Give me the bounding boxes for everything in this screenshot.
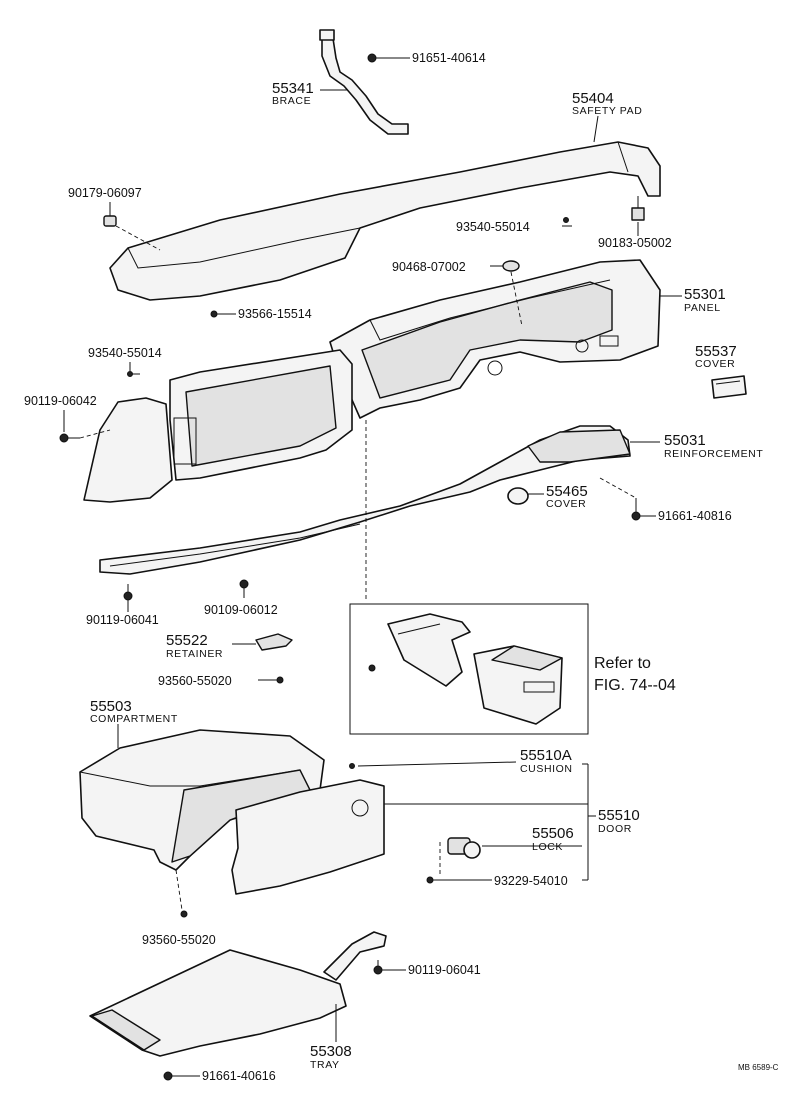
screw-91661-40616-icon xyxy=(163,1071,173,1081)
fastener-label: 90109-06012 xyxy=(204,603,278,617)
fastener-label: 93566-15514 xyxy=(238,307,312,321)
bolt-90119-06042-icon xyxy=(59,433,80,443)
part-number-label: 55510A xyxy=(520,747,572,764)
screw-93540-55014-icon xyxy=(562,217,572,227)
part-name-label: REINFORCEMENT xyxy=(664,448,763,460)
screw-91661-40816-icon xyxy=(631,498,641,521)
part-name-label: COVER xyxy=(546,498,586,510)
nut-90109-06012-icon xyxy=(239,579,249,598)
ashtray-bracket-part xyxy=(368,613,471,687)
compartment-part xyxy=(79,729,325,871)
retainer-part xyxy=(255,633,293,651)
cushion-part xyxy=(349,763,355,769)
screw-93560-55020-icon xyxy=(276,676,284,684)
bolt-90119-06041-icon xyxy=(123,584,133,601)
fastener-label: 90119-06041 xyxy=(408,963,481,977)
reference-text: Refer to xyxy=(594,655,651,672)
part-number-label: 55301 xyxy=(684,286,726,303)
tray-part xyxy=(89,931,387,1057)
cover-55537-part xyxy=(711,375,747,399)
clip-90183-05002-icon xyxy=(631,207,645,221)
part-name-label: COMPARTMENT xyxy=(90,713,178,725)
part-number-label: 55510 xyxy=(598,807,640,824)
part-number-label: 55465 xyxy=(546,483,588,500)
part-number-label: 55537 xyxy=(695,343,737,360)
screw-93229-54010-icon xyxy=(426,876,434,884)
fastener-label: 90183-05002 xyxy=(598,236,672,250)
lock-part xyxy=(447,837,481,859)
fastener-label: 90468-07002 xyxy=(392,260,466,274)
clip-90468-07002-icon xyxy=(502,260,520,272)
part-number-label: 55031 xyxy=(664,432,706,449)
fastener-label: 93540-55014 xyxy=(88,346,162,360)
part-name-label: DOOR xyxy=(598,823,632,835)
panel-left-section xyxy=(169,349,353,481)
part-name-label: BRACE xyxy=(272,95,311,107)
screw-93560-55020-icon xyxy=(180,910,188,918)
fastener-label: 93560-55020 xyxy=(142,933,216,947)
part-name-label: PANEL xyxy=(684,302,721,314)
panel-part xyxy=(329,259,661,419)
part-number-label: 55404 xyxy=(572,90,614,107)
screw-93540-55014-icon xyxy=(127,371,140,377)
drawing-code: MB 6589-C xyxy=(738,1063,779,1072)
part-name-label: RETAINER xyxy=(166,648,223,660)
fastener-label: 91661-40816 xyxy=(658,509,732,523)
part-number-label: 55503 xyxy=(90,698,132,715)
part-name-label: SAFETY PAD xyxy=(572,105,642,117)
safety-pad-part xyxy=(109,141,661,301)
part-name-label: COVER xyxy=(695,358,735,370)
cover-55465-part xyxy=(507,487,529,505)
fastener-label: 90179-06097 xyxy=(68,186,142,200)
fastener-label: 93540-55014 xyxy=(456,220,530,234)
part-name-label: CUSHION xyxy=(520,763,573,775)
reference-text: FIG. 74--04 xyxy=(594,677,676,694)
fastener-label: 91661-40616 xyxy=(202,1069,276,1083)
fastener-label: 90119-06041 xyxy=(86,613,159,627)
fastener-label: 93560-55020 xyxy=(158,674,232,688)
panel-end-cap xyxy=(83,397,173,503)
brace-part xyxy=(319,29,409,135)
part-name-label: LOCK xyxy=(532,841,563,853)
part-number-label: 55341 xyxy=(272,80,314,97)
part-number-label: 55506 xyxy=(532,825,574,842)
part-number-label: 55522 xyxy=(166,632,208,649)
reinforcement-part xyxy=(99,425,631,575)
screw-93566-15514-icon xyxy=(210,310,236,318)
bolt-91651-40614-icon xyxy=(367,53,384,63)
fastener-label: 93229-54010 xyxy=(494,874,568,888)
clip-90179-06097-icon xyxy=(103,215,117,227)
part-number-label: 55308 xyxy=(310,1043,352,1060)
part-name-label: TRAY xyxy=(310,1059,340,1071)
fastener-label: 90119-06042 xyxy=(24,394,97,408)
ashtray-part xyxy=(473,645,563,725)
door-part xyxy=(231,779,385,895)
bolt-90119-06041-icon xyxy=(373,960,383,975)
fastener-label: 91651-40614 xyxy=(412,51,486,65)
